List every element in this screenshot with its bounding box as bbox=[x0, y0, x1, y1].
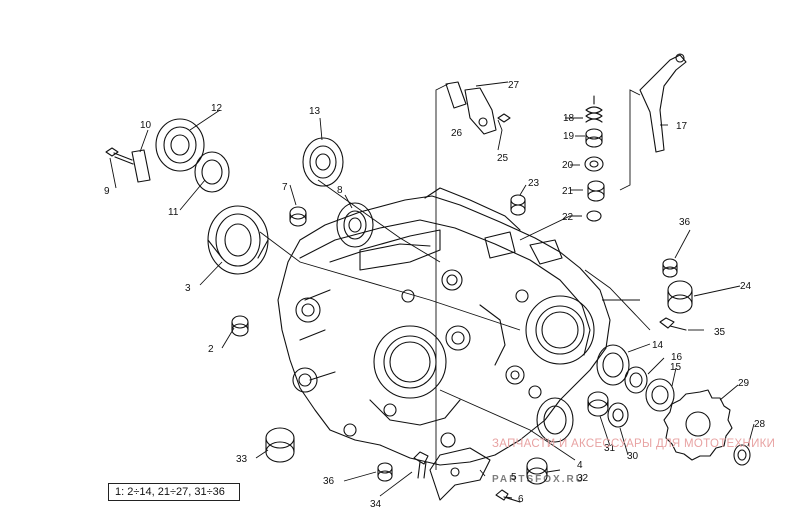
watermark-tagline: ЗАПЧАСТИ И АКСЕССУАРЫ ДЛЯ МОТОТЕХНИКИ bbox=[492, 438, 776, 450]
bolt-9 bbox=[105, 147, 134, 165]
seal-11 bbox=[194, 151, 230, 193]
bolt-35 bbox=[659, 317, 687, 331]
bushing-24 bbox=[667, 280, 693, 314]
callout-24: 24 bbox=[740, 281, 752, 292]
callout-18: 18 bbox=[563, 113, 575, 124]
svg-text:PARTSFOX.RU: PARTSFOX.RU bbox=[492, 474, 585, 485]
callout-33: 33 bbox=[236, 454, 248, 465]
callout-27: 27 bbox=[508, 80, 520, 91]
washer-20 bbox=[584, 156, 604, 172]
bearing-12 bbox=[155, 118, 205, 172]
callout-32: 32 bbox=[577, 473, 589, 484]
dowel-36-bottom bbox=[377, 462, 393, 482]
callout-22: 22 bbox=[562, 212, 574, 223]
sprocket-29 bbox=[663, 389, 733, 461]
callout-4: 4 bbox=[577, 460, 583, 471]
callout-31: 31 bbox=[604, 443, 616, 454]
bracket-5 bbox=[429, 447, 491, 501]
callout-8: 8 bbox=[337, 185, 343, 196]
seal-4 bbox=[536, 397, 574, 443]
nut-28 bbox=[733, 444, 751, 466]
callout-2: 2 bbox=[208, 344, 214, 355]
callout-30: 30 bbox=[627, 451, 639, 462]
ring-22 bbox=[586, 210, 602, 222]
callout-29: 29 bbox=[738, 378, 750, 389]
callout-19: 19 bbox=[563, 131, 575, 142]
spacer-31 bbox=[587, 391, 609, 417]
callout-21: 21 bbox=[562, 186, 574, 197]
seal-14 bbox=[596, 344, 630, 386]
bracket-26 bbox=[464, 87, 497, 135]
plate-10 bbox=[131, 149, 151, 183]
crankcase-half bbox=[277, 187, 611, 466]
callout-34: 34 bbox=[370, 499, 382, 510]
callout-20: 20 bbox=[562, 160, 574, 171]
callout-35: 35 bbox=[714, 327, 726, 338]
bushing-32 bbox=[526, 457, 548, 485]
callout-23: 23 bbox=[528, 178, 540, 189]
callout-7: 7 bbox=[282, 182, 288, 193]
bolt-25 bbox=[497, 113, 511, 123]
callout-5: 5 bbox=[511, 472, 517, 483]
bolt-6 bbox=[495, 489, 521, 503]
callout-16: 16 bbox=[671, 352, 683, 363]
watermark-logo: PARTSFOX.RU bbox=[492, 474, 585, 485]
callout-36-bottom: 36 bbox=[323, 476, 335, 487]
callout-28: 28 bbox=[754, 419, 766, 430]
washer-30 bbox=[607, 402, 629, 428]
callout-10: 10 bbox=[140, 120, 152, 131]
callout-13: 13 bbox=[309, 106, 321, 117]
bearing-15 bbox=[645, 378, 675, 412]
collar-19 bbox=[585, 128, 603, 148]
shift-lever-17 bbox=[639, 53, 687, 153]
dowel-7 bbox=[289, 206, 307, 227]
leader-lines bbox=[109, 81, 755, 499]
ring-16 bbox=[624, 366, 648, 394]
spring-18 bbox=[585, 95, 603, 123]
callout-3: 3 bbox=[185, 283, 191, 294]
callout-25: 25 bbox=[497, 153, 509, 164]
bushing-33 bbox=[265, 427, 295, 463]
bearing-8 bbox=[336, 202, 374, 248]
callout-15: 15 bbox=[670, 362, 682, 373]
callout-6: 6 bbox=[518, 494, 524, 505]
callout-26: 26 bbox=[451, 128, 463, 139]
dowel-2 bbox=[231, 315, 249, 337]
callout-14: 14 bbox=[652, 340, 664, 351]
callout-36-right: 36 bbox=[679, 217, 691, 228]
dowel-23 bbox=[510, 194, 526, 216]
plate-27 bbox=[445, 81, 467, 109]
bearing-3 bbox=[207, 205, 269, 275]
bolt-34 bbox=[413, 451, 429, 479]
dowel-36-right bbox=[662, 258, 678, 278]
callout-labels: 2 3 4 5 6 7 8 9 10 11 12 13 14 15 16 17 … bbox=[104, 80, 766, 510]
callout-11: 11 bbox=[168, 207, 179, 218]
kit-note: 1: 2÷14, 21÷27, 31÷36 bbox=[108, 483, 240, 501]
bearing-13 bbox=[302, 137, 344, 187]
callout-9: 9 bbox=[104, 186, 110, 197]
callout-12: 12 bbox=[211, 103, 223, 114]
bushing-21 bbox=[587, 180, 605, 202]
callout-17: 17 bbox=[676, 121, 688, 132]
